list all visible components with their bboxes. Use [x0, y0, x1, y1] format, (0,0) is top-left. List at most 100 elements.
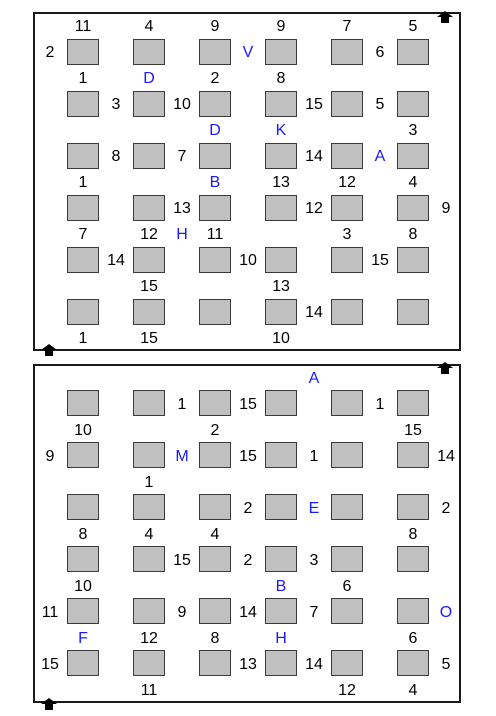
bottom-grid-square: [133, 650, 165, 676]
up-arrow-icon: [437, 362, 453, 374]
top-grid-square: [133, 299, 165, 325]
grid-label: 2: [243, 552, 253, 569]
top-grid-square: [397, 91, 429, 117]
grid-label: 1: [177, 396, 187, 413]
top-grid-square: [397, 39, 429, 65]
top-grid-square: [265, 247, 297, 273]
bottom-grid-square: [67, 546, 99, 572]
bottom-grid-square: [331, 546, 363, 572]
bottom-grid-frame: [33, 364, 461, 703]
grid-label: 6: [342, 578, 352, 595]
grid-letter: D: [209, 122, 221, 139]
top-grid-frame: [33, 12, 461, 351]
grid-label: 1: [309, 448, 319, 465]
bottom-grid-square: [67, 442, 99, 468]
grid-label: 9: [45, 448, 55, 465]
bottom-grid-square: [199, 546, 231, 572]
up-arrow-icon: [41, 698, 57, 710]
bottom-grid-square: [397, 442, 429, 468]
top-grid-square: [265, 299, 297, 325]
grid-label: 4: [144, 18, 154, 35]
bottom-grid-square: [397, 598, 429, 624]
top-grid-square: [67, 143, 99, 169]
grid-label: 1: [144, 474, 154, 491]
grid-label: 10: [74, 422, 92, 439]
top-grid-square: [199, 91, 231, 117]
bottom-grid-square: [265, 390, 297, 416]
grid-label: 13: [173, 200, 191, 217]
grid-label: 11: [74, 18, 92, 35]
bottom-grid-square: [133, 390, 165, 416]
grid-label: 9: [441, 200, 451, 217]
top-grid-square: [397, 299, 429, 325]
grid-label: 12: [140, 630, 158, 647]
grid-label: 11: [41, 604, 59, 621]
bottom-grid-square: [133, 598, 165, 624]
grid-letter: O: [439, 604, 453, 621]
grid-label: 10: [74, 578, 92, 595]
grid-letter: H: [176, 226, 188, 243]
grid-label: 1: [78, 174, 88, 191]
grid-label: 7: [177, 148, 187, 165]
grid-label: 15: [140, 278, 158, 295]
top-grid-square: [133, 247, 165, 273]
grid-letter: E: [308, 500, 320, 517]
grid-label: 14: [305, 148, 323, 165]
bottom-grid-square: [331, 598, 363, 624]
grid-label: 10: [239, 252, 257, 269]
grid-label: 7: [309, 604, 319, 621]
grid-label: 4: [144, 526, 154, 543]
grid-label: 3: [111, 96, 121, 113]
grid-label: 11: [206, 226, 224, 243]
bottom-grid-square: [199, 650, 231, 676]
bottom-grid-square: [67, 390, 99, 416]
grid-label: 10: [272, 330, 290, 347]
grid-letter: M: [175, 448, 189, 465]
top-grid-square: [265, 143, 297, 169]
grid-label: 4: [408, 174, 418, 191]
grid-label: 8: [408, 526, 418, 543]
grid-label: 13: [272, 174, 290, 191]
bottom-grid-square: [199, 390, 231, 416]
bottom-grid-square: [67, 650, 99, 676]
grid-letter: B: [209, 174, 221, 191]
bottom-grid-square: [265, 598, 297, 624]
grid-label: 1: [375, 396, 385, 413]
top-grid-square: [331, 91, 363, 117]
grid-label: 14: [305, 304, 323, 321]
grid-letter: K: [275, 122, 287, 139]
grid-letter: A: [374, 148, 386, 165]
grid-label: 7: [342, 18, 352, 35]
grid-label: 14: [305, 656, 323, 673]
grid-label: 2: [243, 500, 253, 517]
grid-label: 3: [342, 226, 352, 243]
bottom-grid-square: [331, 390, 363, 416]
top-grid-square: [67, 195, 99, 221]
grid-label: 6: [375, 44, 385, 61]
top-grid-square: [133, 39, 165, 65]
grid-label: 14: [437, 448, 455, 465]
top-grid-square: [67, 299, 99, 325]
grid-label: 13: [272, 278, 290, 295]
bottom-grid-square: [265, 650, 297, 676]
top-grid-square: [133, 195, 165, 221]
grid-label: 9: [276, 18, 286, 35]
grid-label: 8: [276, 70, 286, 87]
bottom-grid-square: [133, 494, 165, 520]
grid-label: 2: [45, 44, 55, 61]
grid-label: 8: [408, 226, 418, 243]
grid-label: 6: [408, 630, 418, 647]
top-grid-square: [265, 195, 297, 221]
top-grid-square: [331, 143, 363, 169]
grid-label: 7: [78, 226, 88, 243]
grid-letter: V: [242, 44, 254, 61]
bottom-grid-square: [265, 442, 297, 468]
grid-label: 3: [408, 122, 418, 139]
grid-label: 12: [338, 682, 356, 699]
bottom-grid-square: [67, 598, 99, 624]
grid-label: 8: [111, 148, 121, 165]
top-grid-square: [67, 91, 99, 117]
up-arrow-icon: [437, 11, 453, 23]
grid-label: 15: [41, 656, 59, 673]
bottom-grid-square: [199, 598, 231, 624]
